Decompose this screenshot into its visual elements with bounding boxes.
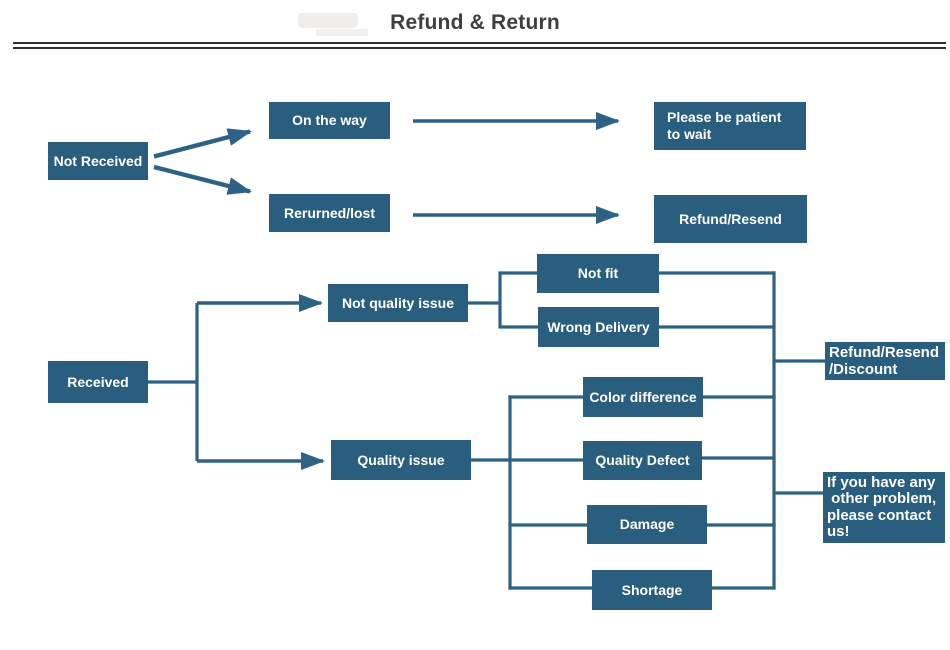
node-not-fit: Not fit [537,254,659,293]
node-not-received: Not Received [48,142,148,180]
node-damage: Damage [587,505,707,544]
node-not-quality-issue: Not quality issue [328,284,468,322]
edge-lines [148,271,825,590]
node-quality-defect: Quality Defect [583,441,702,480]
node-shortage: Shortage [592,570,712,610]
node-refund-resend-discount: Refund/Resend /Discount [825,342,945,380]
title-divider-line [13,42,946,49]
node-color-difference: Color difference [583,377,703,417]
node-received: Received [48,361,148,403]
watermark-remnant [298,13,358,28]
page-title: Refund & Return [390,11,560,34]
node-wrong-delivery: Wrong Delivery [538,307,659,347]
node-other-problem: If you have any other problem, please co… [823,472,945,543]
node-please-be-patient: Please be patient to wait [654,102,806,150]
node-quality-issue: Quality issue [331,440,471,480]
edge-arrows-horizontal [197,112,620,470]
node-returned-lost: Rerurned/lost [269,194,390,232]
node-on-the-way: On the way [269,102,390,139]
edge-arrows-diagonal [153,128,252,195]
node-refund-resend: Refund/Resend [654,195,807,243]
